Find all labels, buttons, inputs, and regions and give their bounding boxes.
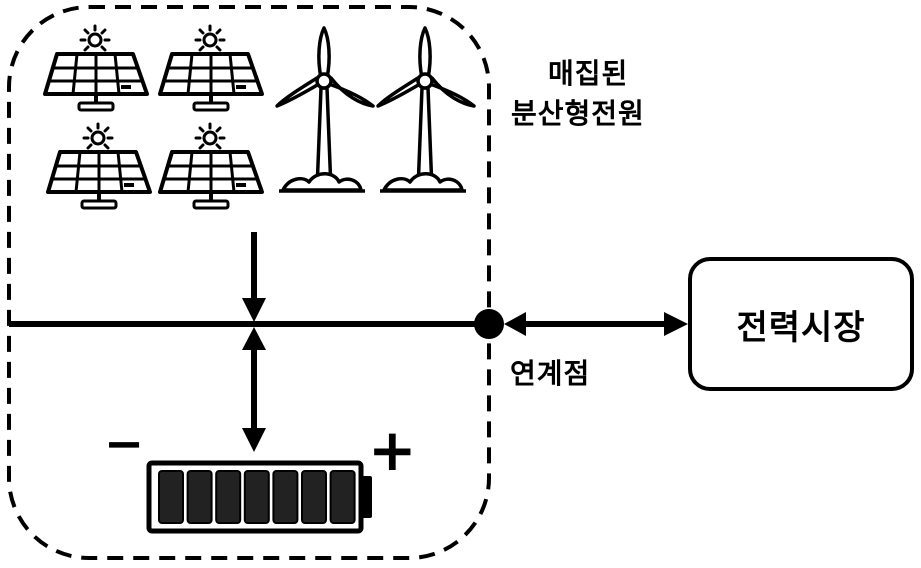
battery-cell <box>158 470 184 524</box>
aggregated-der-label-line2: 분산형전원 <box>511 97 645 130</box>
storage-arrow <box>242 327 266 452</box>
battery-icon <box>146 460 372 534</box>
market-arrow <box>504 312 688 336</box>
power-market-box: 전력시장 <box>688 257 914 391</box>
battery-cell <box>272 470 299 524</box>
battery-cell <box>186 470 213 524</box>
wind-turbine-icon <box>376 26 476 193</box>
connection-point-node <box>474 309 504 339</box>
battery-cell <box>215 470 242 524</box>
solar-panel-icon <box>158 24 264 112</box>
battery-minus-sign: − <box>104 416 144 472</box>
aggregated-der-label-line1: 매집된 <box>548 57 629 90</box>
aggregation-boundary <box>7 5 491 560</box>
solar-panel-icon <box>46 122 152 210</box>
generation-arrow <box>242 232 266 322</box>
connection-point-label: 연계점 <box>510 357 591 390</box>
power-market-label: 전력시장 <box>736 307 866 348</box>
solar-panel-icon <box>43 24 149 112</box>
wind-turbine-icon <box>275 26 375 193</box>
solar-panel-icon <box>158 122 264 210</box>
battery-cell <box>329 470 356 524</box>
battery-cell <box>301 470 327 524</box>
battery-cell <box>243 470 270 524</box>
battery-plus-sign: + <box>368 416 417 484</box>
